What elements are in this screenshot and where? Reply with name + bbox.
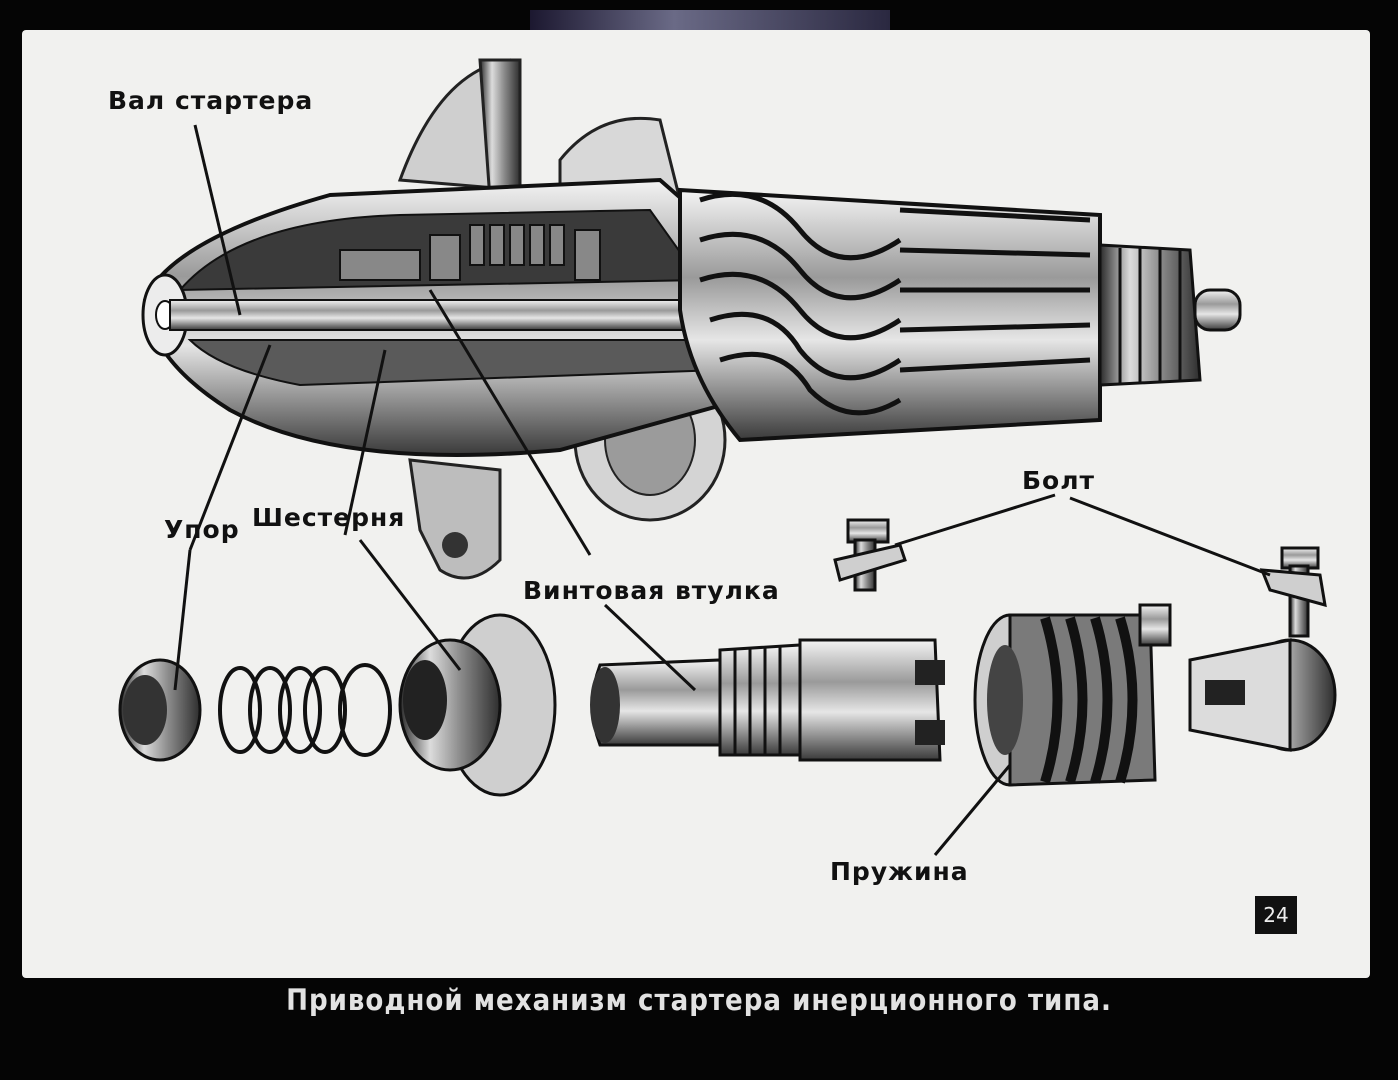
bolt-right <box>1259 546 1327 638</box>
leader-lines <box>173 124 1271 856</box>
label-bolt: Болт <box>1022 466 1096 495</box>
film-edge-strip <box>530 10 890 30</box>
spring-coils <box>218 663 392 757</box>
page-number-badge: 24 <box>1255 896 1297 934</box>
drive-spring <box>973 603 1172 787</box>
end-coupling <box>1188 638 1337 752</box>
label-gear: Шестерня <box>252 503 406 532</box>
stop-ring <box>118 658 202 762</box>
screw-sleeve <box>590 638 945 762</box>
armature <box>678 187 1242 443</box>
slide-caption: Приводной механизм стартера инерционного… <box>286 983 1112 1017</box>
label-stop: Упор <box>164 515 240 544</box>
bolt-left <box>833 518 907 592</box>
label-spring: Пружина <box>830 857 969 886</box>
pinion-gear <box>398 613 557 797</box>
label-screw-sleeve: Винтовая втулка <box>523 576 780 605</box>
label-starter-shaft: Вал стартера <box>108 86 314 115</box>
